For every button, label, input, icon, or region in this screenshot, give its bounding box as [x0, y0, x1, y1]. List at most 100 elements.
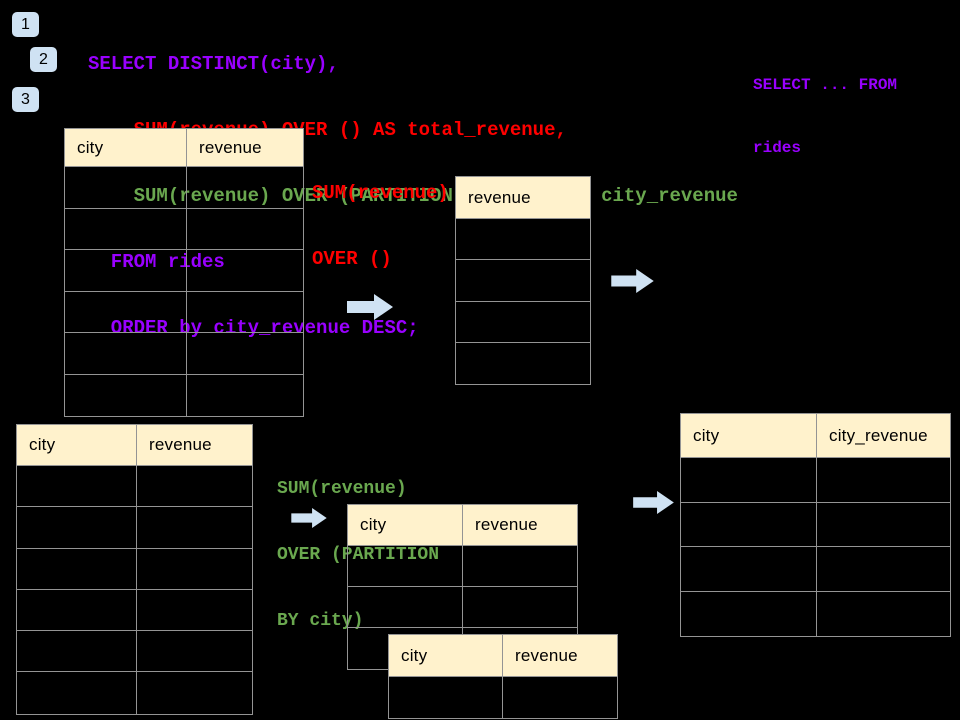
- table-cell: [681, 502, 817, 546]
- table-row: [65, 250, 303, 292]
- table-cell: [17, 507, 137, 548]
- table-city-revenue-header-row: city city_revenue: [681, 414, 950, 458]
- table-partition-step: city revenue: [347, 504, 578, 670]
- table-cell: [17, 672, 137, 714]
- table-cell: [817, 547, 950, 591]
- step-badge-1: 1: [12, 12, 39, 37]
- flow-arrow-right-icon: [291, 508, 327, 528]
- table-cell: [681, 547, 817, 591]
- table-row: [17, 631, 252, 673]
- table-cell: [137, 631, 252, 671]
- table-row: [456, 343, 590, 384]
- sql-code-line-select: SELECT DISTINCT(city),: [88, 53, 339, 75]
- table-cell: [681, 591, 817, 636]
- table-row: [389, 677, 617, 718]
- partition-window-label: SUM(revenue) OVER (PARTITION BY city): [277, 434, 439, 654]
- flow-arrow-right-icon: [633, 491, 674, 514]
- table-cell: [65, 208, 187, 249]
- table-row: [456, 219, 590, 261]
- table-row: [17, 548, 252, 590]
- table-row: [65, 167, 303, 209]
- column-header-revenue: revenue: [149, 435, 212, 454]
- column-header-city: city: [348, 505, 463, 545]
- table-row: [681, 591, 950, 637]
- flow-arrow-right-icon: [347, 294, 393, 320]
- table-row: [17, 672, 252, 714]
- table-cell: [503, 677, 617, 718]
- table-cell: [348, 587, 463, 627]
- table-cell: [817, 503, 950, 547]
- column-header-city: city: [389, 635, 503, 676]
- table-row: [456, 302, 590, 343]
- table-cell: [463, 546, 577, 586]
- column-header-city: city: [681, 414, 817, 457]
- side-code-line-1: SELECT ... FROM: [753, 76, 898, 94]
- total-label-line-2: OVER (): [312, 248, 392, 270]
- table-row: [681, 502, 950, 547]
- table-source-bottom-header-row: city revenue: [17, 425, 252, 466]
- table-cell: [65, 167, 187, 208]
- table-cell: [17, 548, 137, 589]
- sql-code-line-from: FROM rides: [88, 251, 225, 273]
- table-row: [65, 374, 303, 416]
- table-cell: [187, 250, 303, 291]
- partition-label-line-1: SUM(revenue): [277, 479, 407, 499]
- table-source-bottom: city revenue: [16, 424, 253, 715]
- table-row: [348, 546, 577, 587]
- table-total-revenue-result: revenue: [455, 176, 591, 385]
- table-cell: [456, 302, 590, 342]
- table-cell: [187, 167, 303, 208]
- partition-label-line-3: BY city): [277, 611, 364, 631]
- table-cell: [456, 343, 590, 384]
- table-source-top: city revenue: [64, 128, 304, 417]
- table-cell: [137, 507, 252, 547]
- table-partition-overlay: city revenue: [388, 634, 618, 719]
- table-cell: [187, 292, 303, 333]
- table-row: [65, 208, 303, 250]
- total-revenue-window-label: SUM(revenue) OVER (): [312, 138, 449, 292]
- side-code-line-2: rides: [753, 139, 802, 157]
- table-cell: [187, 333, 303, 374]
- step-badge-2: 2: [30, 47, 57, 72]
- table-cell: [65, 291, 187, 332]
- total-label-line-1: SUM(revenue): [312, 182, 449, 204]
- table-cell: [817, 458, 950, 502]
- column-header-revenue: revenue: [468, 187, 531, 207]
- table-cell: [817, 592, 950, 637]
- column-header-revenue: revenue: [515, 645, 578, 665]
- flow-arrow-right-icon: [611, 269, 654, 293]
- step-badge-3: 3: [12, 87, 39, 112]
- table-source-top-header-row: city revenue: [65, 129, 303, 167]
- table-row: [17, 507, 252, 549]
- table-cell: [17, 589, 137, 631]
- table-cell: [463, 587, 577, 627]
- table-row: [348, 587, 577, 628]
- column-header-revenue: revenue: [199, 137, 262, 157]
- table-row: [17, 589, 252, 632]
- table-row: [681, 547, 950, 592]
- table-cell: [348, 546, 463, 586]
- table-cell: [65, 374, 187, 416]
- table-row: [17, 466, 252, 508]
- table-cell: [137, 672, 252, 713]
- table-cell: [17, 466, 137, 507]
- column-header-city: city: [17, 425, 137, 465]
- table-cell: [389, 677, 503, 718]
- table-city-revenue-result: city city_revenue: [680, 413, 951, 637]
- table-partition-overlay-header-row: city revenue: [389, 635, 617, 677]
- table-cell: [456, 260, 590, 300]
- column-header-revenue: revenue: [475, 515, 538, 534]
- table-cell: [65, 250, 187, 291]
- column-header-city-revenue: city_revenue: [829, 425, 928, 445]
- table-row: [456, 260, 590, 302]
- table-partition-step-header-row: city revenue: [348, 505, 577, 546]
- table-cell: [65, 333, 187, 374]
- sql-code-block: SELECT DISTINCT(city), SUM(revenue) OVER…: [88, 9, 738, 361]
- table-cell: [137, 549, 252, 589]
- table-cell: [137, 590, 252, 630]
- table-cell: [456, 219, 590, 259]
- table-row: [65, 291, 303, 333]
- side-code-note: SELECT ... FROM rides: [753, 33, 897, 180]
- table-total-header-row: revenue: [456, 177, 590, 219]
